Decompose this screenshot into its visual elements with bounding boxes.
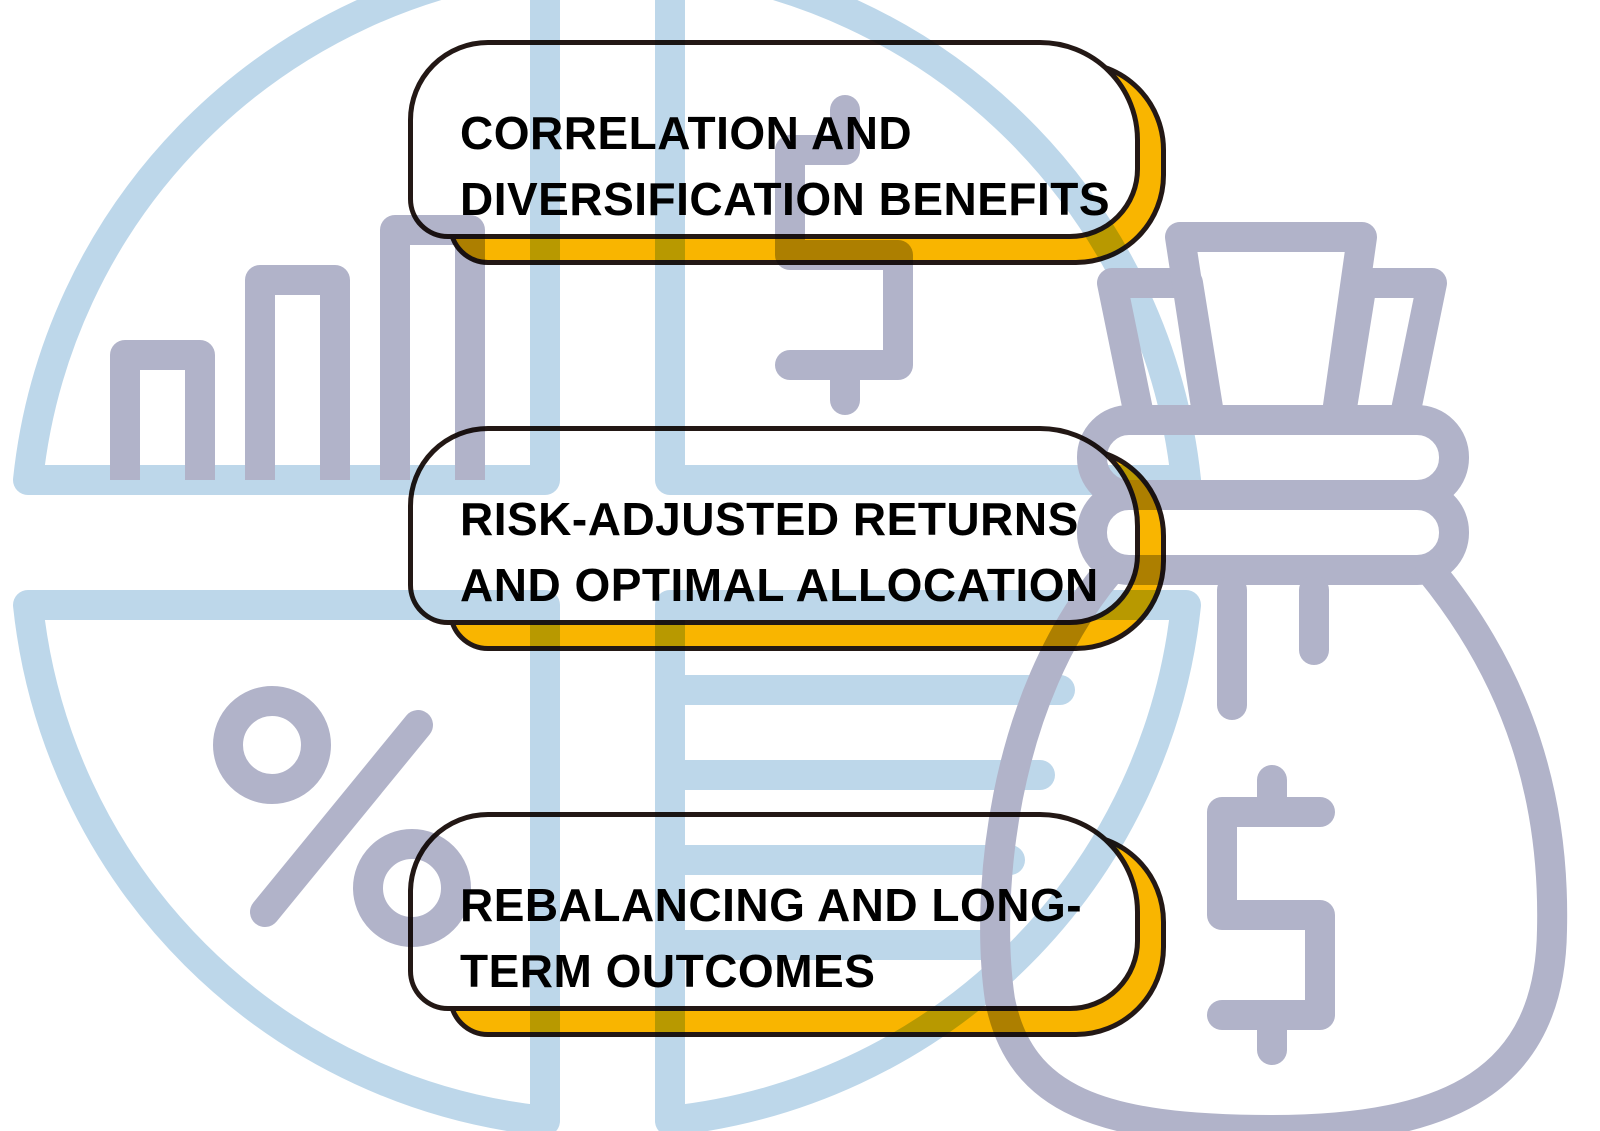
card-title: REBALANCING AND LONG-TERM OUTCOMES (460, 879, 1083, 997)
card-rebalancing: REBALANCING AND LONG-TERM OUTCOMES (408, 812, 1168, 1037)
